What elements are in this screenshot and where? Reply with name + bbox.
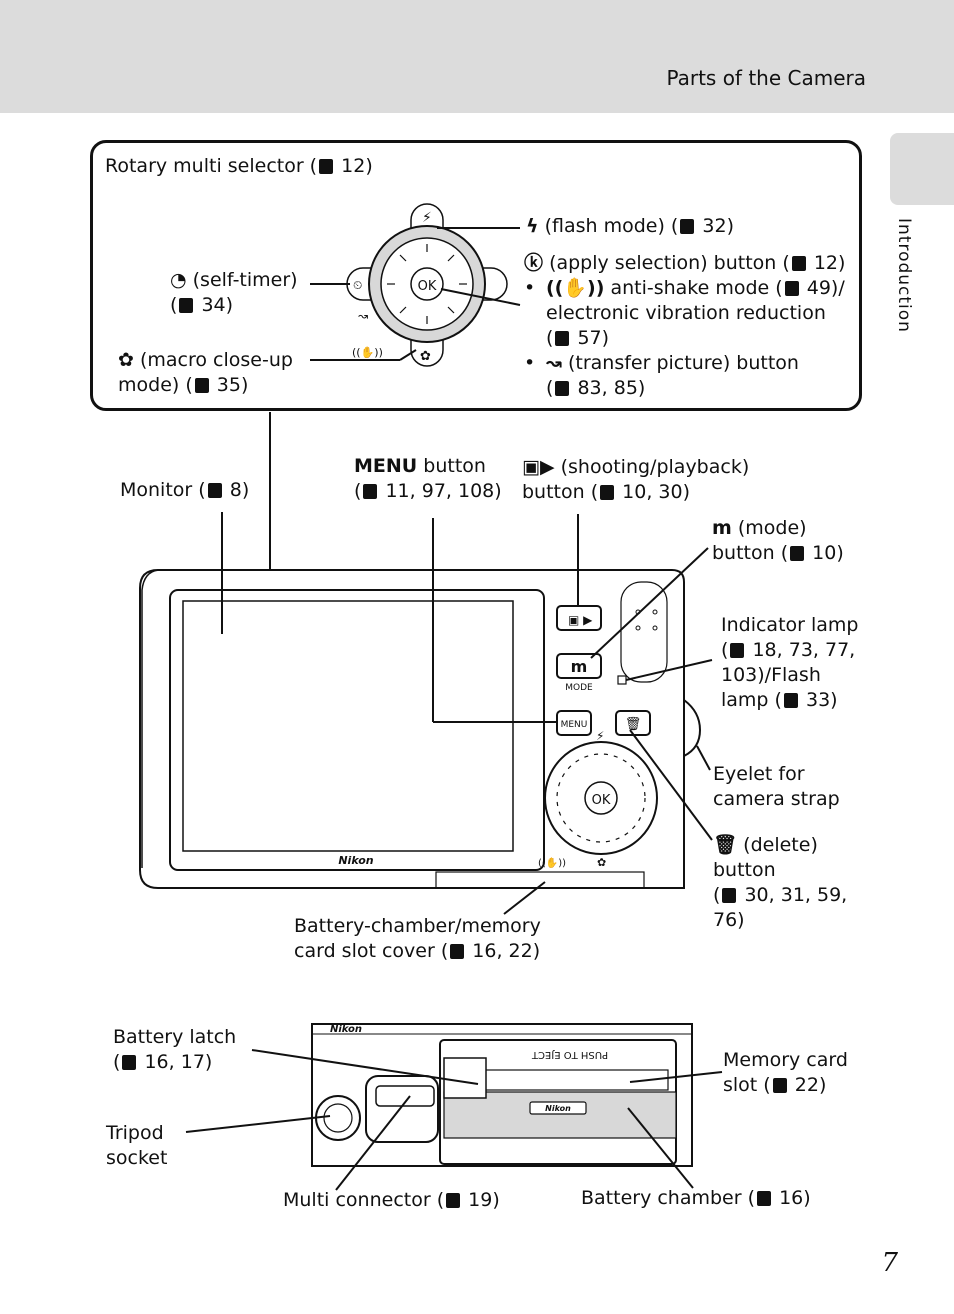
page-ref-icon — [319, 159, 334, 174]
monitor-label: Monitor ( 8) — [120, 479, 250, 501]
shooting-playback-icon: ▣ ▶ — [568, 613, 593, 627]
page-title: Parts of the Camera — [666, 66, 866, 90]
page-ref-icon — [179, 298, 194, 313]
page-ref-icon — [730, 643, 745, 658]
rotary-selector-label: Rotary multi selector ( 12) — [105, 155, 373, 177]
self-timer-label: ◔ (self-timer)( 34) — [170, 269, 298, 316]
section-tab — [890, 133, 954, 205]
page-ref-icon — [363, 484, 378, 499]
macro-icon-small: ✿ — [597, 856, 606, 869]
anti-shake-icon: ((✋)) — [352, 346, 383, 359]
anti-shake-icon-small: ((✋)) — [538, 856, 566, 869]
page-ref-icon — [790, 546, 805, 561]
body-leader-lines — [221, 512, 713, 915]
page-ref-icon — [600, 485, 615, 500]
page-ref-icon — [450, 944, 465, 959]
mode-button-callout: m (mode)button ( 10) — [712, 517, 844, 564]
shooting-playback-label: ▣▶ (shooting/playback)button ( 10, 30) — [522, 456, 750, 503]
page-ref-icon — [680, 219, 695, 234]
nikon-logo-bottom: Nikon — [330, 1024, 362, 1035]
self-timer-icon: ⏲ — [353, 278, 362, 292]
battery-brand-label: Nikon — [545, 1104, 571, 1113]
multi-connector-label: Multi connector ( 19) — [283, 1189, 500, 1211]
menu-button-label: MENU — [561, 720, 588, 730]
camera-back: Nikon ▣ ▶ m MODE MENU 🗑 OK ⚡ ✿ ((✋)) — [139, 569, 702, 889]
flash-icon: ϟ — [526, 215, 539, 237]
flash-mode-label: ϟ (flash mode) ( 32) — [526, 215, 734, 237]
page-ref-icon — [446, 1193, 461, 1208]
bottom-leader-lines — [185, 1049, 723, 1191]
battery-chamber-label: Battery chamber ( 16) — [581, 1187, 811, 1209]
mode-icon: m — [712, 517, 732, 539]
push-to-eject-text: PUSH TO EJECT — [531, 1049, 608, 1060]
page-ref-icon — [207, 483, 222, 498]
delete-icon: 🗑 — [713, 834, 738, 856]
menu-button-callout: MENU button( 11, 97, 108) — [354, 455, 502, 502]
shooting-playback-icon: ▣▶ — [522, 456, 555, 478]
flash-icon-small: ⚡ — [596, 729, 604, 743]
apply-selection-label: ⓚ (apply selection) button ( 12) •((✋)) … — [524, 252, 846, 399]
anti-shake-icon: ((✋)) — [546, 277, 605, 299]
page-ref-icon — [757, 1191, 772, 1206]
page-number: 7 — [881, 1248, 898, 1278]
ok-icon: ⓚ — [524, 252, 544, 274]
section-tab-label: Introduction — [894, 218, 914, 333]
delete-icon: 🗑 — [625, 716, 642, 732]
mode-sub-label: MODE — [565, 683, 593, 693]
page-ref-icon — [784, 281, 799, 296]
page-ref-icon — [772, 1078, 787, 1093]
mode-button-icon: m — [571, 657, 588, 676]
page-ref-icon — [122, 1055, 137, 1070]
page-ref-icon — [555, 381, 570, 396]
nikon-logo-back: Nikon — [338, 854, 373, 867]
macro-icon: ✿ — [420, 349, 431, 364]
page-ref-icon — [555, 331, 570, 346]
macro-icon: ✿ — [118, 349, 134, 371]
transfer-icon: ↝ — [546, 352, 562, 374]
camera-bottom: Nikon PUSH TO EJECT Nikon — [311, 1023, 693, 1167]
self-timer-icon: ◔ — [170, 269, 187, 291]
flash-icon: ⚡ — [422, 210, 432, 226]
page-ref-icon — [194, 378, 209, 393]
ok-button-label-closeup: OK — [418, 279, 437, 294]
page-ref-icon — [791, 256, 806, 271]
page-ref-icon — [783, 693, 798, 708]
battery-latch-label: Battery latch( 16, 17) — [113, 1026, 237, 1073]
page-ref-icon — [722, 888, 737, 903]
rotary-selector-callout-box — [90, 140, 862, 411]
ok-button-label: OK — [592, 793, 611, 808]
menu-icon: MENU — [354, 455, 418, 477]
rotary-selector-closeup: OK ⚡ ✿ ⏲ ((✋)) ↝ — [346, 203, 508, 367]
transfer-icon: ↝ — [358, 309, 368, 323]
delete-button-callout: 🗑 (delete)button( 30, 31, 59,76) — [713, 834, 848, 931]
page-header: Parts of the Camera — [0, 0, 954, 113]
